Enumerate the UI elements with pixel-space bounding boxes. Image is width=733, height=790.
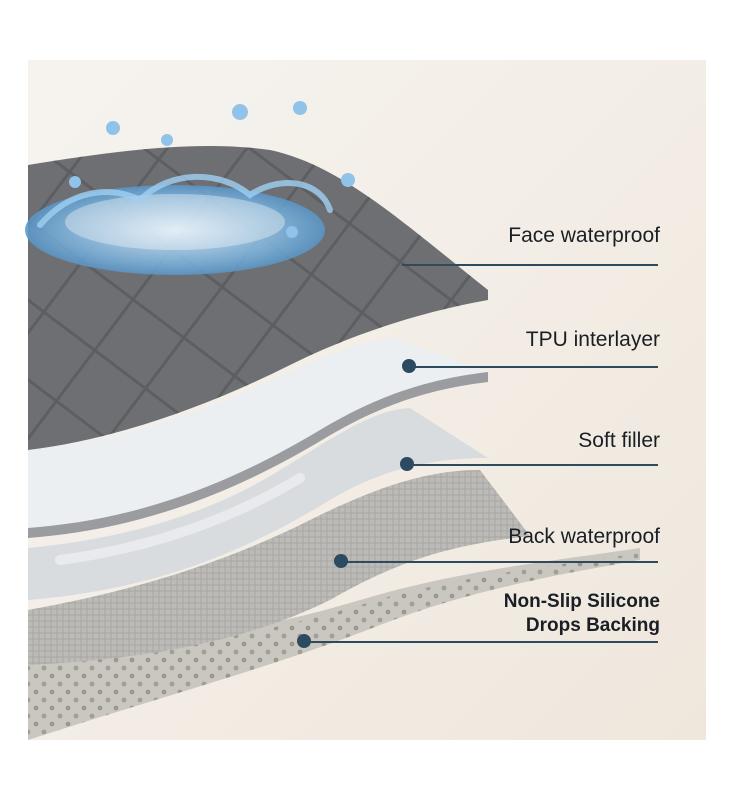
marker-silicone — [297, 634, 311, 648]
label-soft-filler: Soft filler — [578, 429, 660, 452]
label-back-waterproof: Back waterproof — [508, 525, 660, 548]
layer-tpu-interlayer — [28, 338, 488, 528]
leader-silicone — [305, 641, 658, 643]
label-silicone-line2: Drops Backing — [525, 615, 660, 636]
leader-tpu — [410, 366, 658, 368]
tpu-edge — [28, 372, 488, 538]
leader-filler — [408, 464, 658, 466]
label-face-waterproof: Face waterproof — [508, 224, 660, 247]
marker-tpu — [402, 359, 416, 373]
water-splash-icon — [25, 101, 355, 275]
marker-filler — [400, 457, 414, 471]
soft-filler-texture — [55, 473, 305, 565]
marker-back — [334, 554, 348, 568]
label-tpu-interlayer: TPU interlayer — [525, 328, 660, 351]
leader-face — [402, 264, 658, 266]
leader-back — [342, 561, 658, 563]
label-silicone-line1: Non-Slip Silicone — [503, 591, 660, 612]
layer-back-waterproof — [28, 470, 530, 665]
